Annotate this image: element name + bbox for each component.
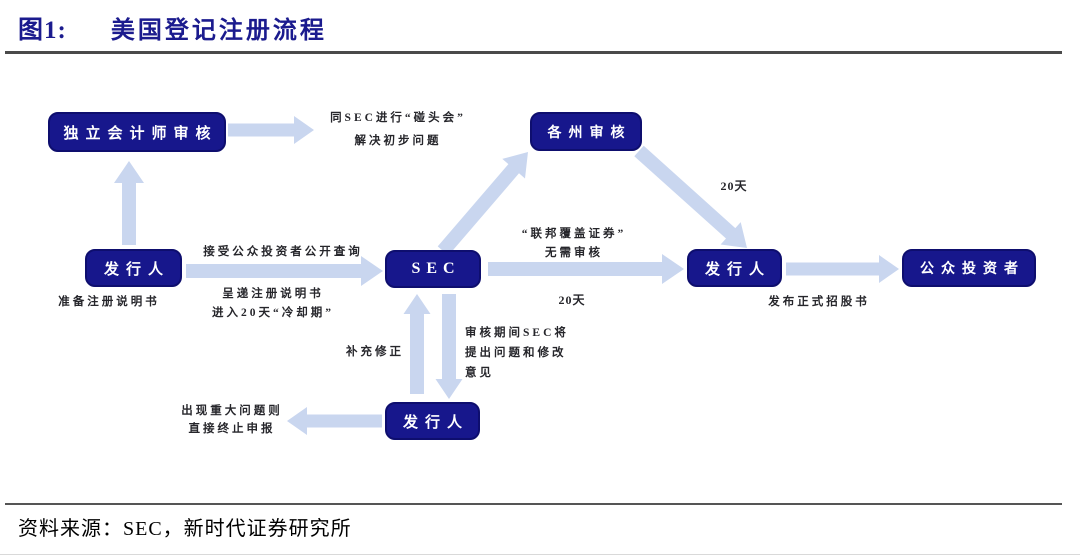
figure-header: 图1: 美国登记注册流程	[18, 10, 327, 46]
label-meet-sec-line2: 解决初步问题	[354, 135, 442, 147]
header-divider	[5, 51, 1062, 54]
label-supplement-amend: 补充修正	[346, 346, 404, 358]
label-sec-review-line1: 审核期间SEC将	[465, 327, 569, 339]
node-independent-accountant-review: 独立会计师审核	[48, 112, 226, 152]
label-submit-statement-line1: 呈递注册说明书	[222, 288, 324, 300]
label-terminate-line2: 直接终止申报	[188, 423, 276, 435]
arrow-issuer-to-sec	[186, 256, 383, 286]
arrow-issuer-to-terminate	[287, 407, 382, 435]
arrow-accountant-to-meeting	[228, 116, 314, 144]
node-sec: SEC	[385, 250, 481, 288]
label-prepare-statement: 准备注册说明书	[58, 296, 160, 308]
label-20-days-cooling: 20天	[558, 293, 586, 307]
arrow-issuer-to-public-investors	[786, 255, 899, 283]
arrow-issuer-to-accountant	[114, 161, 144, 245]
node-label: 公众投资者	[920, 262, 1025, 277]
label-20-days-state: 20天	[720, 179, 748, 193]
arrow-sec-to-issuer	[488, 254, 684, 284]
figure-title: 美国登记注册流程	[110, 18, 327, 44]
label-accept-inquiry: 接受公众投资者公开查询	[203, 246, 363, 258]
label-cooling-period-line2: 进入20天“冷却期”	[212, 307, 334, 319]
footer-divider	[5, 503, 1062, 505]
node-label: 发行人	[402, 414, 469, 431]
node-label: 各州审核	[547, 125, 632, 141]
label-publish-prospectus: 发布正式招股书	[768, 296, 870, 308]
label-terminate-line1: 出现重大问题则	[181, 405, 283, 417]
figure-number: 图1:	[18, 17, 67, 44]
source-note: 资料来源：SEC，新时代证券研究所	[18, 518, 352, 540]
node-label: SEC	[411, 260, 461, 277]
page-edge-line	[0, 554, 1080, 555]
node-label: 独立会计师审核	[63, 125, 218, 142]
arrow-supplement-up	[403, 294, 431, 394]
arrow-state-review-to-issuer	[634, 145, 747, 248]
label-sec-review-line2: 提出问题和修改	[465, 347, 567, 359]
node-issuer-right: 发行人	[687, 249, 782, 287]
node-state-review: 各州审核	[530, 112, 642, 151]
node-issuer-left: 发行人	[85, 249, 182, 287]
node-label: 发行人	[103, 261, 170, 278]
node-label: 发行人	[704, 261, 771, 278]
label-sec-review-line3: 意见	[465, 367, 494, 379]
node-public-investors: 公众投资者	[902, 249, 1036, 287]
label-no-review-line2: 无需审核	[545, 247, 603, 259]
label-meet-sec-line1: 同SEC进行“碰头会”	[330, 112, 466, 124]
arrow-sec-feedback-down	[435, 294, 463, 399]
node-issuer-bottom: 发行人	[385, 402, 480, 440]
arrow-sec-to-state-review	[437, 152, 528, 256]
label-federal-covered-line1: “联邦覆盖证券”	[521, 228, 627, 240]
